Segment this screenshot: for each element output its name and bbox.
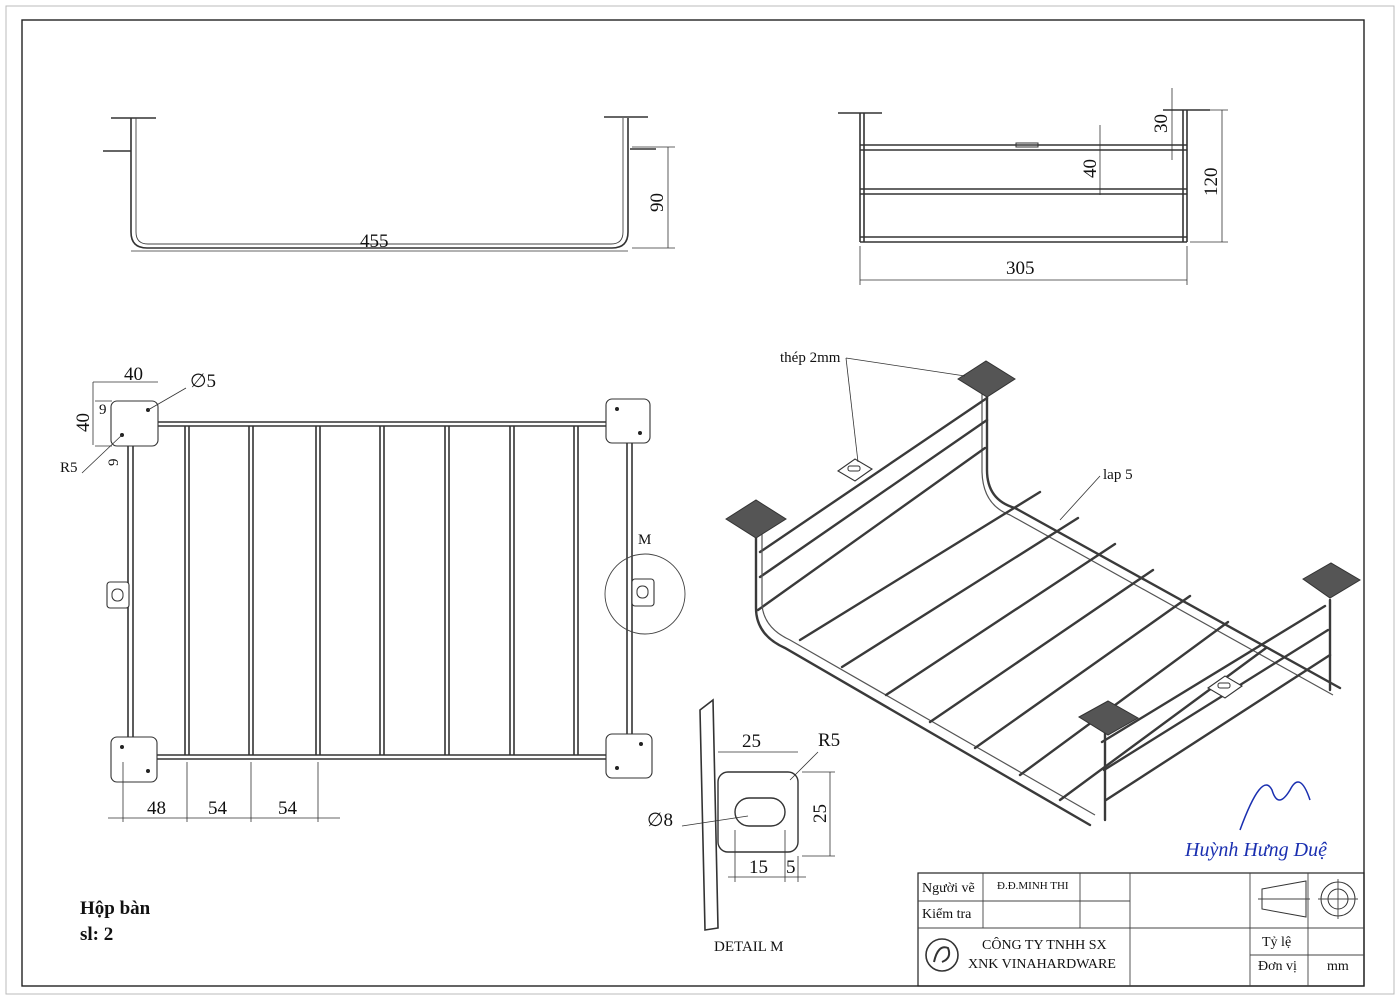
detail-marker: M bbox=[638, 532, 651, 548]
detail-edge-dim: 5 bbox=[786, 857, 796, 878]
side-height-dim: 120 bbox=[1201, 168, 1222, 197]
plan-offset-x-dim: 9 bbox=[99, 402, 107, 418]
drawn-by-label: Người vẽ bbox=[922, 881, 975, 896]
detail-caption: DETAIL M bbox=[714, 939, 783, 955]
wire-note: lap 5 bbox=[1103, 467, 1133, 483]
detail-slot-dim: ∅8 bbox=[647, 810, 673, 831]
plan-offset-y-dim: 9 bbox=[106, 459, 122, 467]
signature-name: Huỳnh Hưng Duệ bbox=[1184, 839, 1327, 861]
unit-label: Đơn vị bbox=[1258, 959, 1297, 974]
side-top-dim: 30 bbox=[1151, 114, 1172, 133]
side-view: 305 40 30 120 bbox=[838, 88, 1228, 285]
company-line2: XNK VINAHARDWARE bbox=[968, 957, 1116, 972]
plan-hole-dim: ∅5 bbox=[190, 371, 216, 392]
scale-label: Tỷ lệ bbox=[1262, 935, 1291, 950]
front-view: 455 90 bbox=[103, 116, 675, 252]
outer-frame bbox=[5, 5, 1395, 995]
part-quantity: sl: 2 bbox=[80, 924, 113, 945]
detail-height-dim: 25 bbox=[810, 804, 831, 823]
detail-width-dim: 25 bbox=[742, 731, 761, 752]
detail-slot-len-dim: 15 bbox=[749, 857, 768, 878]
detail-radius-dim: R5 bbox=[818, 730, 840, 751]
detail-m: 25 R5 25 ∅8 15 5 DETAIL M bbox=[647, 698, 840, 955]
material-note: thép 2mm bbox=[780, 350, 841, 366]
signature: Huỳnh Hưng Duệ bbox=[1184, 781, 1327, 861]
drawn-by-value: Đ.Đ.MINH THI bbox=[997, 880, 1069, 892]
front-width-dim: 455 bbox=[360, 231, 389, 252]
plan-plate-height-dim: 40 bbox=[73, 413, 94, 432]
plan-view: M 40 40 9 9 ∅5 R5 48 54 54 bbox=[60, 364, 686, 822]
isometric-view: thép 2mm lap 5 bbox=[725, 350, 1361, 827]
title-block: Người vẽ Đ.Đ.MINH THI Kiểm tra CÔNG TY T… bbox=[917, 872, 1365, 987]
front-height-dim: 90 bbox=[647, 193, 668, 212]
company-logo bbox=[925, 938, 959, 972]
side-spacing-dim: 40 bbox=[1080, 159, 1101, 178]
plan-spacing-first-dim: 48 bbox=[147, 798, 166, 819]
plan-plate-width-dim: 40 bbox=[124, 364, 143, 385]
unit-value: mm bbox=[1327, 959, 1349, 974]
plan-radius-dim: R5 bbox=[60, 460, 78, 476]
checked-by-label: Kiểm tra bbox=[922, 907, 972, 922]
company-line1: CÔNG TY TNHH SX bbox=[982, 936, 1107, 953]
plan-spacing-dim-a: 54 bbox=[208, 798, 228, 819]
part-name: Hộp bàn bbox=[80, 898, 151, 919]
side-width-dim: 305 bbox=[1006, 258, 1035, 279]
plan-spacing-dim-b: 54 bbox=[278, 798, 298, 819]
inner-frame bbox=[21, 19, 1365, 987]
projection-symbol-icon bbox=[1258, 879, 1358, 919]
